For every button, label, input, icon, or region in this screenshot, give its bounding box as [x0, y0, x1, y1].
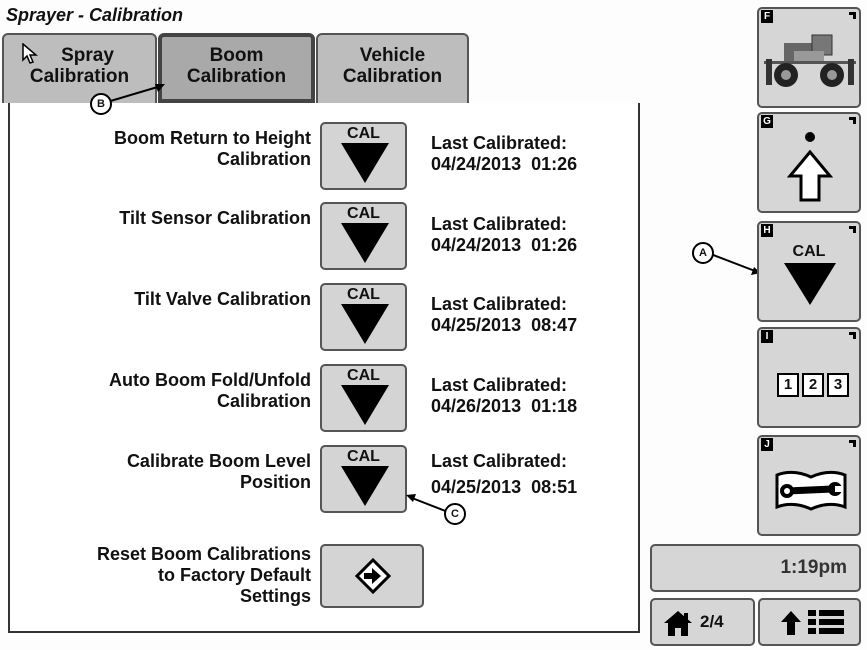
last-calibrated-value: 04/26/2013 01:18 [431, 396, 578, 416]
last-calibrated-label: Last Calibrated: [431, 294, 568, 314]
status-bar: 1:19pm [650, 544, 861, 592]
callout-b-arrow [106, 84, 165, 103]
digit-box: 2 [802, 373, 824, 397]
digit-box: 1 [777, 373, 799, 397]
callout-c-arrow [406, 494, 449, 513]
digit-box: 3 [827, 373, 849, 397]
last-calibrated-label: Last Calibrated: [431, 133, 568, 153]
reset-defaults-button[interactable] [320, 544, 424, 608]
diamond-arrow-icon [355, 558, 391, 594]
reset-label-line2: to Factory Default [157, 565, 311, 585]
last-calibrated-value: 04/24/2013 01:26 [431, 154, 578, 174]
reset-label: Reset Boom Calibrations to Factory Defau… [0, 544, 311, 607]
callout-a: A [692, 242, 714, 264]
cal-button-tilt-valve[interactable]: CAL [320, 283, 407, 351]
tab-boom-calibration[interactable]: Boom Calibration [158, 33, 315, 103]
cal-label: CAL [347, 205, 380, 222]
cal-label: CAL [792, 243, 826, 260]
tab-vehicle-calibration[interactable]: Vehicle Calibration [316, 33, 469, 103]
list-menu-icon [808, 610, 844, 634]
clock-time: 1:19pm [780, 557, 847, 578]
tab-spray-calibration[interactable]: Spray Calibration [2, 33, 157, 103]
home-icon [664, 611, 692, 636]
sidebar-button-f[interactable]: F [757, 7, 861, 108]
row-label: Auto Boom Fold/Unfold Calibration [0, 370, 311, 412]
button-letter: F [761, 10, 773, 23]
cal-label: CAL [347, 286, 380, 303]
reset-label-line3: Settings [239, 586, 311, 606]
corner-mark [849, 440, 856, 447]
row-label-line1: Tilt Valve Calibration [134, 289, 311, 309]
row-label-line2: Position [240, 472, 311, 492]
cal-label: CAL [347, 125, 380, 142]
row-label-line1: Auto Boom Fold/Unfold [109, 370, 311, 390]
callout-c: C [444, 503, 466, 525]
corner-mark [849, 332, 856, 339]
last-calibrated-label: Last Calibrated: [431, 375, 568, 395]
callout-b: B [90, 93, 112, 115]
row-label-line2: Calibration [216, 391, 311, 411]
row-label-line2: Calibration [216, 149, 311, 169]
sidebar-button-h-cal[interactable]: H CAL [757, 221, 861, 322]
home-page-button[interactable]: 2/4 [650, 598, 755, 646]
corner-mark [849, 117, 856, 124]
last-calibrated-value: 04/25/2013 08:47 [431, 315, 578, 335]
down-triangle-icon [341, 466, 389, 506]
page-title: Sprayer - Calibration [6, 5, 184, 25]
last-calibrated-label: Last Calibrated: [431, 214, 568, 234]
tab-label-line1: Vehicle [359, 45, 426, 66]
button-letter: H [761, 224, 773, 237]
button-letter: I [761, 330, 773, 343]
row-label-line1: Calibrate Boom Level [126, 451, 311, 471]
last-calibrated: Last Calibrated: 04/26/2013 01:18 [431, 375, 577, 417]
manual-wrench-icon [775, 470, 847, 511]
row-label: Tilt Sensor Calibration [0, 208, 311, 229]
row-label-line1: Tilt Sensor Calibration [119, 208, 311, 228]
last-calibrated-value: 04/25/2013 08:51 [431, 477, 578, 497]
down-triangle-icon [341, 385, 389, 425]
sidebar-button-g[interactable]: G [757, 112, 861, 213]
numeric-123-icon: 1 2 3 [777, 373, 849, 397]
down-triangle-icon [341, 143, 389, 183]
sidebar-button-j[interactable]: J [757, 435, 861, 536]
cal-button-tilt-sensor[interactable]: CAL [320, 202, 407, 270]
row-label: Calibrate Boom Level Position [0, 451, 311, 493]
cal-button-auto-boom-fold[interactable]: CAL [320, 364, 407, 432]
reset-label-line1: Reset Boom Calibrations [96, 544, 311, 564]
last-calibrated-label: Last Calibrated: [431, 451, 568, 471]
row-label: Boom Return to Height Calibration [0, 128, 311, 170]
tab-label-line1: Spray [61, 45, 114, 66]
last-calibrated: Last Calibrated: 04/25/2013 08:47 [431, 294, 577, 336]
pointer-cursor-icon [22, 43, 38, 64]
tab-label-line2: Calibration [29, 66, 130, 87]
tab-label-line2: Calibration [342, 66, 443, 87]
sidebar-button-i[interactable]: I 1 2 3 [757, 327, 861, 428]
row-label-line1: Boom Return to Height [114, 128, 311, 148]
cal-button-boom-return[interactable]: CAL [320, 122, 407, 190]
sprayer-machine-icon [764, 34, 856, 87]
last-calibrated: Last Calibrated: 04/25/2013 08:51 [431, 451, 577, 498]
button-letter: G [761, 115, 773, 128]
cal-label: CAL [347, 448, 380, 465]
button-letter: J [761, 438, 773, 451]
down-triangle-icon [341, 223, 389, 263]
page-indicator: 2/4 [700, 612, 724, 631]
up-arrow-icon [787, 132, 833, 202]
up-arrow-icon [781, 611, 801, 635]
row-label: Tilt Valve Calibration [0, 289, 311, 310]
last-calibrated-value: 04/24/2013 01:26 [431, 235, 578, 255]
cal-button-boom-level[interactable]: CAL [320, 445, 407, 513]
last-calibrated: Last Calibrated: 04/24/2013 01:26 [431, 133, 577, 175]
corner-mark [849, 226, 856, 233]
down-triangle-icon [341, 304, 389, 344]
last-calibrated: Last Calibrated: 04/24/2013 01:26 [431, 214, 577, 256]
menu-up-button[interactable] [758, 598, 861, 646]
tab-label-line2: Calibration [186, 66, 287, 87]
tab-label-line1: Boom [209, 45, 264, 66]
corner-mark [849, 12, 856, 19]
cal-down-icon [784, 263, 836, 305]
cal-label: CAL [347, 367, 380, 384]
